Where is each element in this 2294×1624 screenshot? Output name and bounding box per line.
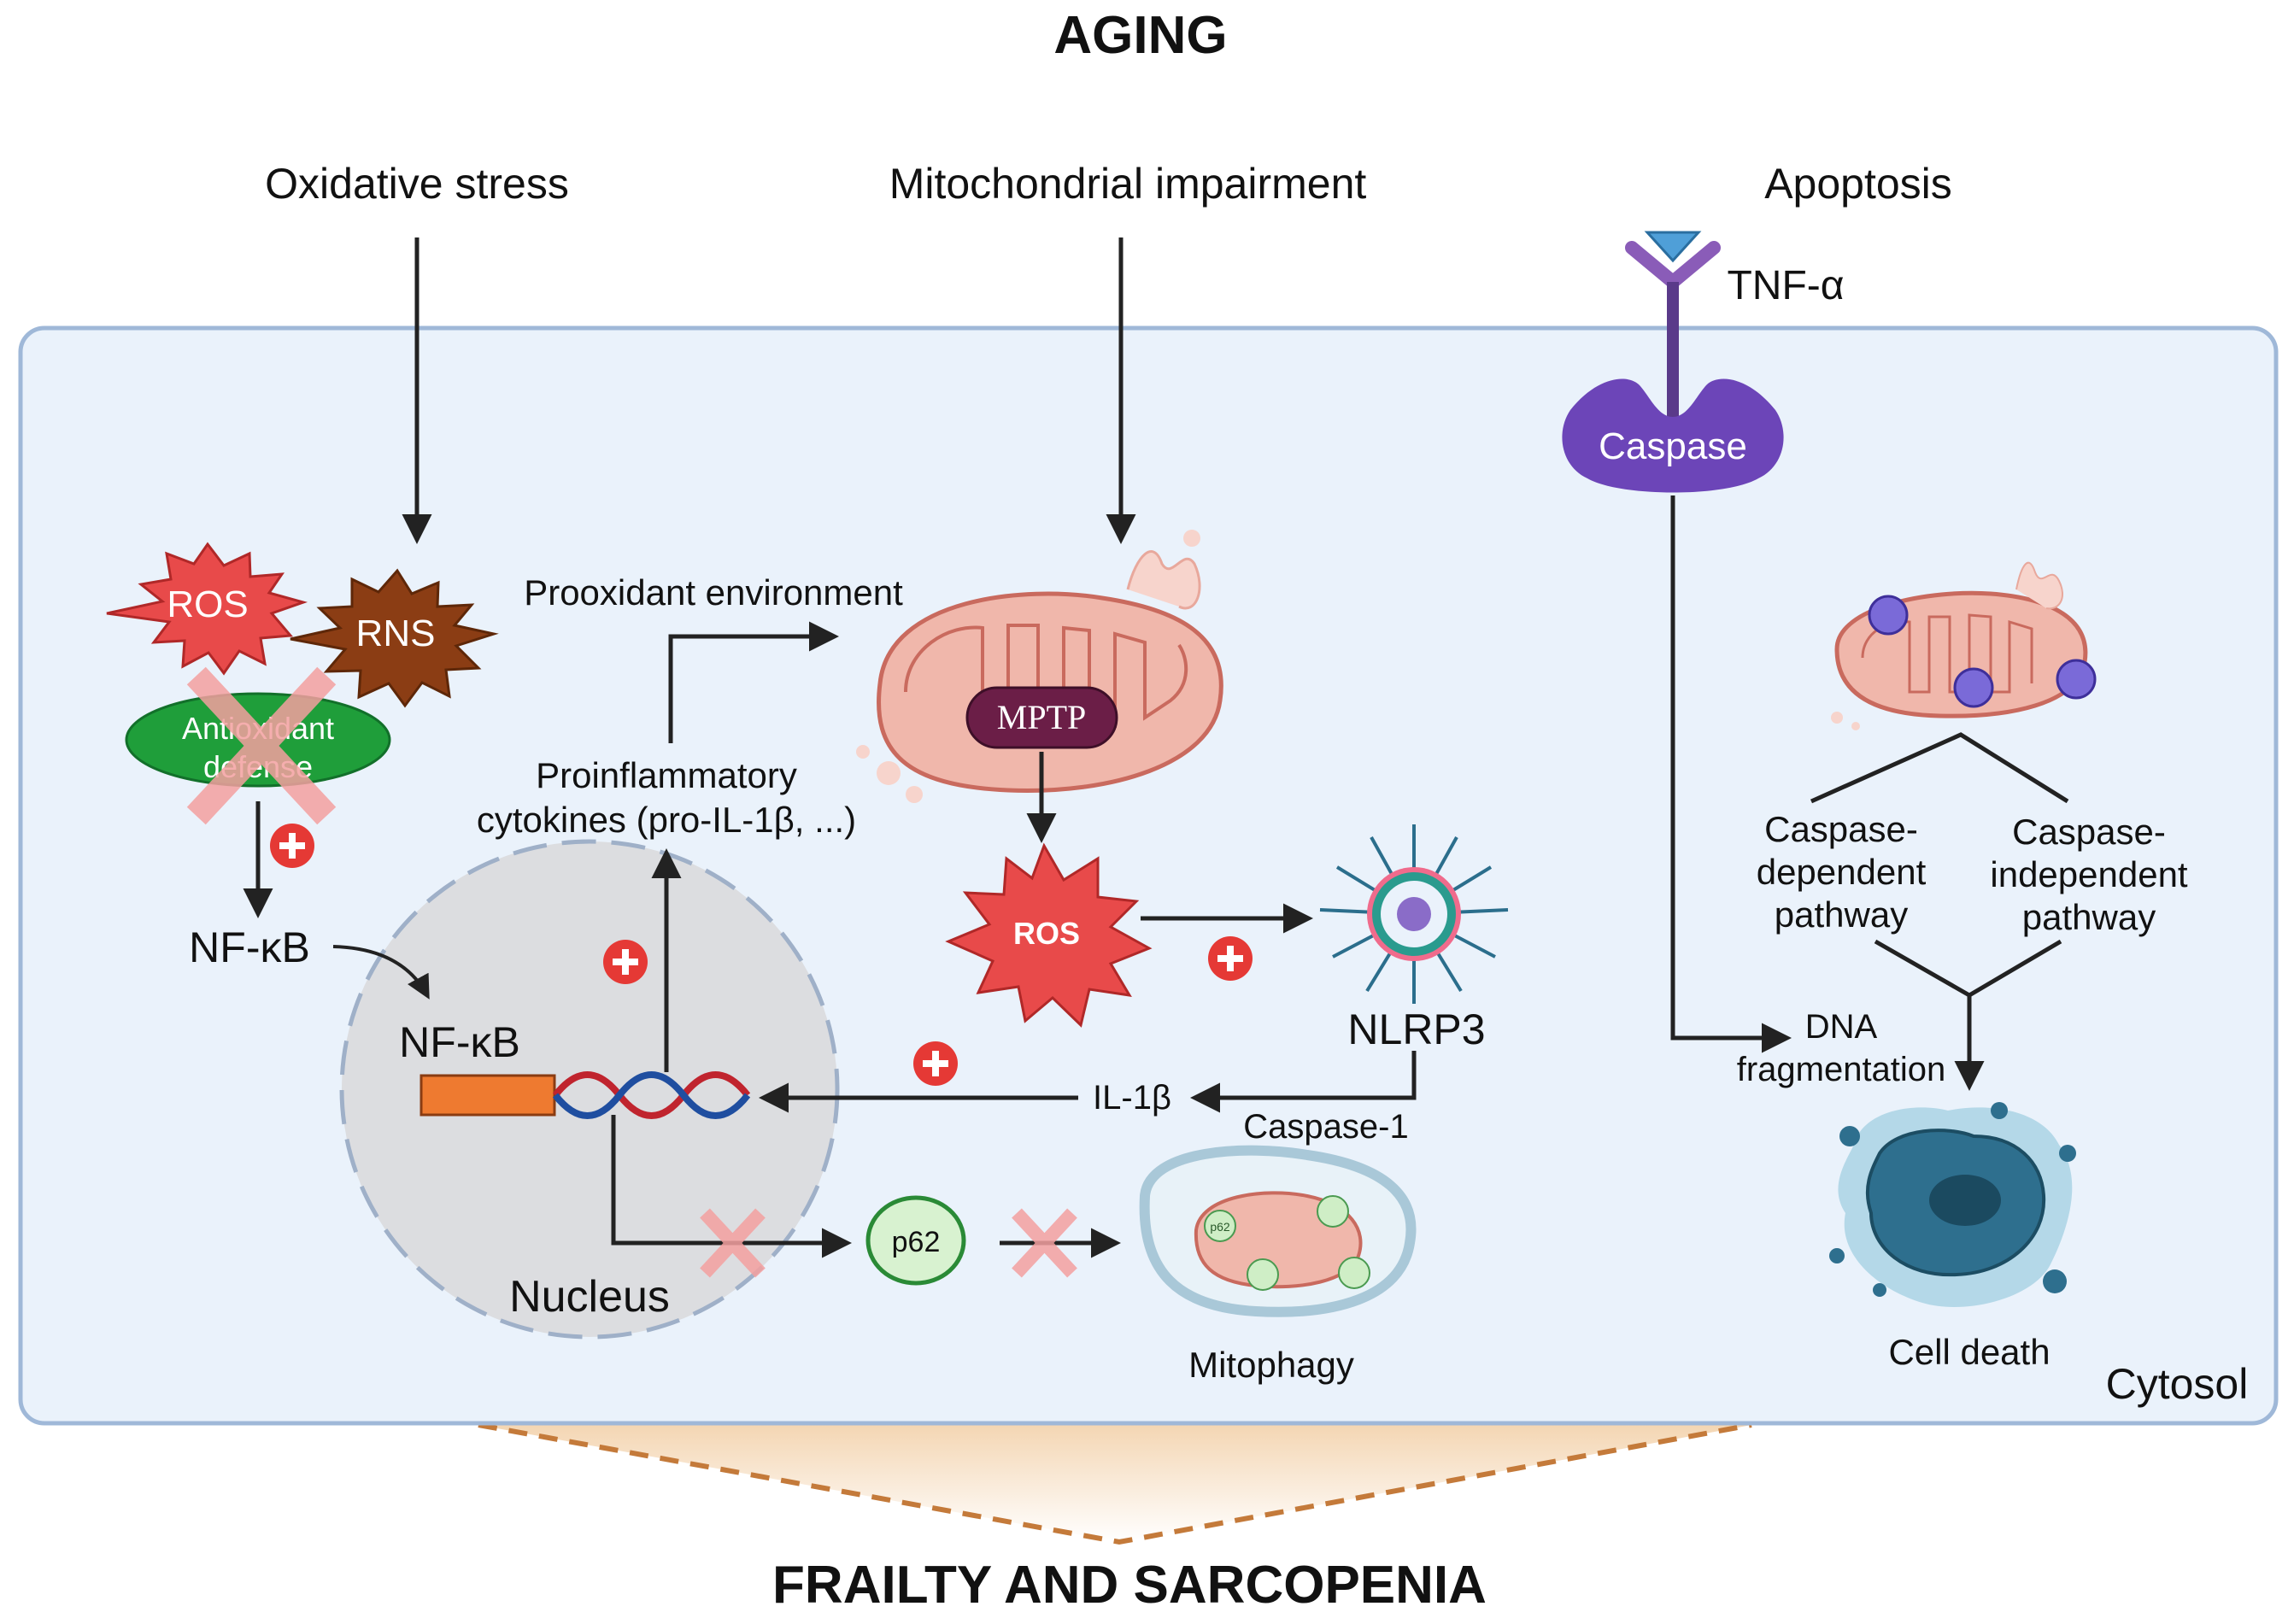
prooxidant-label: Prooxidant environment	[524, 572, 903, 613]
tnf-receptor-icon	[1625, 231, 1721, 419]
dependent-label-2: dependent	[1757, 852, 1927, 892]
arrow-nfkb-translocation	[332, 945, 430, 1000]
header-apoptosis: Apoptosis	[1764, 160, 1952, 208]
dna-promoter-box	[419, 1074, 556, 1117]
mptp-pore: MPTP	[965, 686, 1118, 749]
plus-icon-il1b	[913, 1041, 958, 1086]
antioxidant-cross-icon	[186, 666, 337, 825]
independent-label-2: independent	[1990, 854, 2188, 894]
p62-label: p62	[892, 1226, 941, 1258]
ros-center-label: ROS	[1013, 916, 1080, 951]
dependent-label-3: pathway	[1775, 894, 1908, 935]
plus-icon-nlrp3	[1208, 936, 1253, 981]
mptp-label: MPTP	[997, 698, 1087, 736]
nlrp3-label: NLRP3	[1347, 1005, 1485, 1053]
plus-icon-nfkb	[270, 824, 314, 868]
dna-label-1: DNA	[1805, 1008, 1878, 1046]
arrow-nlrp3-to-il1b	[1190, 1051, 1417, 1113]
nfkb-inner-label: NF-κB	[399, 1018, 520, 1066]
ros-top-label: ROS	[167, 583, 248, 625]
dna-label-2: fragmentation	[1737, 1051, 1946, 1088]
ros-star-top: ROS	[106, 542, 308, 676]
arrow-dna-to-p62	[611, 1115, 852, 1258]
p62-protein: p62	[865, 1195, 966, 1286]
ros-star-center: ROS	[945, 842, 1153, 1028]
nfkb-outer-label: NF-κB	[189, 923, 310, 971]
funnel-dashes	[478, 1422, 1752, 1545]
tnf-label: TNF-α	[1727, 263, 1844, 308]
title-aging: AGING	[1053, 6, 1227, 65]
caspase-enzyme: Caspase	[1562, 378, 1784, 493]
caspase1-label: Caspase-1	[1243, 1108, 1408, 1146]
independent-label-1: Caspase-	[2012, 812, 2166, 852]
cross-icon-mitophagy	[1012, 1208, 1077, 1278]
rns-star: RNS	[290, 568, 499, 708]
proinflammatory-label-2: cytokines (pro-IL-1β, ...)	[477, 800, 856, 840]
rns-label: RNS	[356, 613, 436, 654]
dying-cell-icon	[1829, 1102, 2076, 1307]
mitophagy-autophagosome: p62	[1139, 1145, 1417, 1317]
plus-icon-cytokines	[603, 940, 648, 984]
branch-split	[1810, 732, 2069, 804]
nucleus-label: Nucleus	[509, 1272, 670, 1322]
mitochondrion-apoptotic	[1831, 561, 2097, 730]
header-mitochondrial-impairment: Mitochondrial impairment	[889, 160, 1367, 208]
header-oxidative-stress: Oxidative stress	[265, 160, 569, 208]
proinflammatory-label-1: Proinflammatory	[536, 755, 797, 795]
cell-death-label: Cell death	[1888, 1332, 2050, 1372]
mitophagy-label: Mitophagy	[1188, 1345, 1354, 1385]
cytosol-label: Cytosol	[2106, 1360, 2249, 1408]
funnel-shape	[478, 1425, 1751, 1542]
p62-small-label: p62	[1210, 1220, 1230, 1234]
nucleus	[339, 839, 840, 1340]
dna-helix	[552, 1071, 751, 1119]
caspase-label: Caspase	[1599, 425, 1747, 467]
dependent-label-1: Caspase-	[1764, 809, 1918, 849]
footer-title: FRAILTY AND SARCOPENIA	[772, 1556, 1487, 1615]
arrow-prooxidant	[668, 621, 839, 743]
nlrp3-inflammasome	[1319, 824, 1509, 1004]
independent-label-3: pathway	[2022, 897, 2156, 937]
il1b-label: IL-1β	[1093, 1079, 1171, 1117]
arrow-caspase-to-dna	[1670, 495, 1792, 1053]
antioxidant-defense: Antioxidant defense	[125, 666, 391, 825]
cross-icon-p62	[700, 1208, 766, 1278]
